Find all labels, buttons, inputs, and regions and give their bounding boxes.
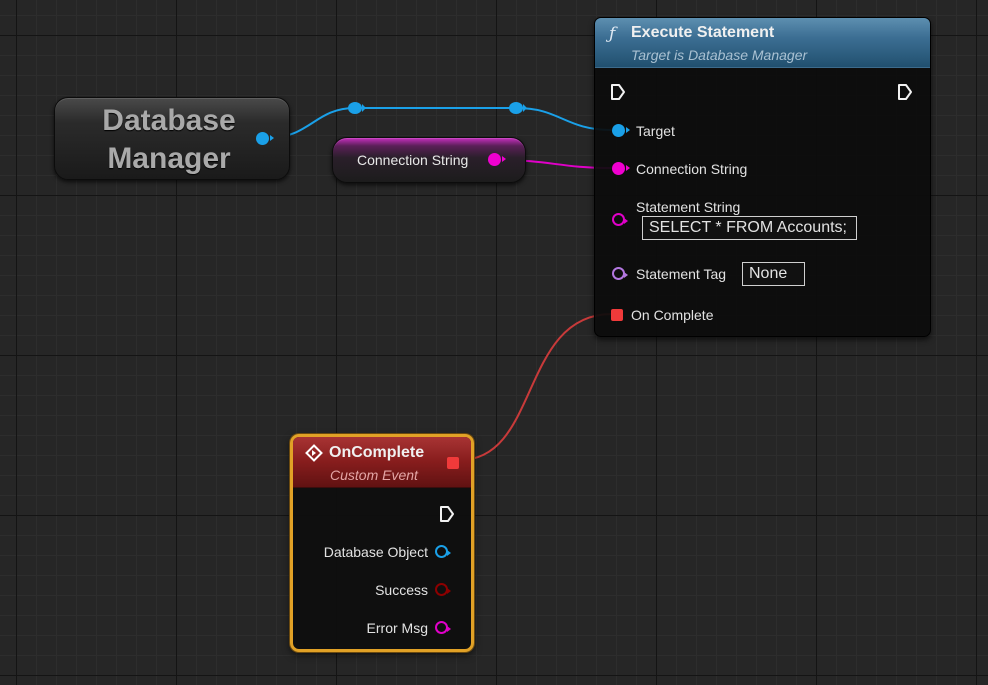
on-complete-event-subtitle: Custom Event <box>330 467 418 483</box>
statement-tag-input-pin[interactable] <box>612 267 628 280</box>
function-icon: ƒ <box>609 24 616 44</box>
target-pin-label: Target <box>636 123 675 139</box>
on-complete-custom-event-node[interactable]: OnComplete Custom Event Database Object … <box>290 434 474 652</box>
reroute-knot[interactable] <box>348 102 366 114</box>
connection-string-variable-title: Connection String <box>357 152 469 168</box>
statement-string-input[interactable]: SELECT * FROM Accounts; <box>642 216 857 240</box>
on-complete-event-header: OnComplete Custom Event <box>293 437 471 488</box>
statement-string-input-pin[interactable] <box>612 213 628 226</box>
wire-on-complete-delegate <box>459 313 613 461</box>
on-complete-delegate-input-pin[interactable] <box>611 309 623 321</box>
connection-string-output-pin[interactable] <box>488 153 506 166</box>
database-object-output-pin[interactable] <box>435 545 451 558</box>
execute-statement-node[interactable]: ƒ Execute Statement Target is Database M… <box>594 17 931 337</box>
exec-output-pin[interactable] <box>897 83 913 101</box>
target-input-pin[interactable] <box>612 124 630 137</box>
database-manager-variable-node[interactable]: Database Manager <box>54 97 290 180</box>
on-complete-pin-label: On Complete <box>631 307 714 323</box>
statement-string-pin-label: Statement String <box>636 199 741 215</box>
statement-tag-pin-label: Statement Tag <box>636 266 727 282</box>
success-pin-label: Success <box>375 582 428 598</box>
execute-statement-subtitle: Target is Database Manager <box>631 47 808 63</box>
connection-string-input-pin[interactable] <box>612 162 630 175</box>
event-exec-output-pin[interactable] <box>439 505 455 523</box>
database-manager-title: Database Manager <box>102 104 236 175</box>
database-object-pin-label: Database Object <box>323 544 428 560</box>
error-msg-output-pin[interactable] <box>435 621 451 634</box>
statement-tag-input[interactable]: None <box>742 262 805 286</box>
database-manager-output-pin[interactable] <box>256 132 274 145</box>
event-icon <box>305 444 323 462</box>
on-complete-delegate-output-pin[interactable] <box>447 457 459 469</box>
on-complete-event-title: OnComplete <box>329 444 425 461</box>
error-msg-pin-label: Error Msg <box>366 620 428 636</box>
exec-input-pin[interactable] <box>610 83 626 101</box>
execute-statement-title: Execute Statement <box>631 24 775 41</box>
execute-statement-header: ƒ Execute Statement Target is Database M… <box>595 18 930 68</box>
connection-string-pin-label: Connection String <box>636 161 748 177</box>
reroute-knot[interactable] <box>509 102 527 114</box>
success-output-pin[interactable] <box>435 583 451 596</box>
